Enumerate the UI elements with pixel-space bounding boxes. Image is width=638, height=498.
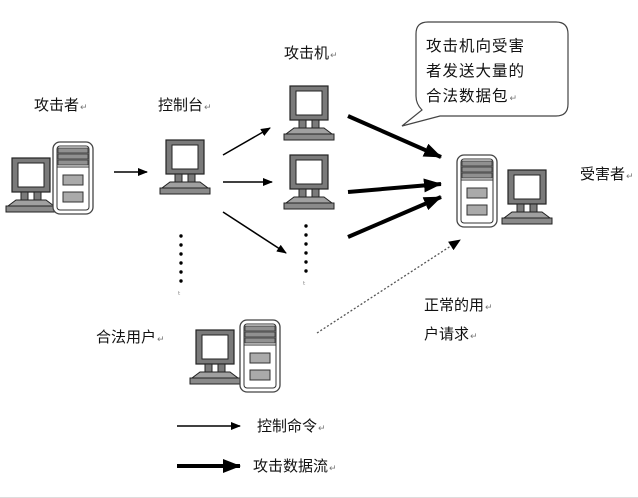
attacker-monitor-icon [5,157,57,213]
attack-arrow-zombie-1 [347,114,442,159]
console-monitor-icon [159,139,211,195]
attacker-label: 攻击者↵ [34,98,88,113]
line-break-mark: ᵗ [178,291,181,301]
legit-user-node [189,319,281,393]
victim-label-text: 受害者 [580,165,626,183]
normal-request-label: 正常的用↵ 户请求↵ [424,292,493,350]
command-arrow-console-to-zombie-n [222,211,287,254]
zombie-monitor-icon-2 [283,154,335,210]
command-arrow-console-to-zombie-1 [222,127,271,156]
line-break-mark: ᵗ [303,281,306,291]
victim-monitor-icon [501,169,553,225]
legit-user-monitor-icon [189,329,241,385]
victim-label: 受害者↵ [580,167,634,182]
victim-tower-icon [456,154,498,228]
legend-item-command: 控制命令↵ [257,419,326,434]
zombie-monitor-icon-1 [283,85,335,141]
return-mark: ↵ [626,172,634,182]
return-mark: ↵ [485,303,493,313]
legit-user-label-text: 合法用户 [96,328,157,346]
ellipsis-console-column [179,234,183,283]
return-mark: ↵ [157,335,165,345]
legit-user-label: 合法用户↵ [96,330,165,345]
return-mark: ↵ [80,103,88,113]
victim-node [456,154,553,228]
zombies-label: 攻击机↵ [284,46,338,61]
callout-line-2: 者发送大量的 [426,62,526,80]
attacker-label-text: 攻击者 [34,96,80,114]
console-label-text: 控制台 [158,96,204,114]
callout-line-3: 合法数据包 [426,87,509,105]
legit-user-tower-icon [239,319,281,393]
return-mark: ↵ [330,51,338,61]
normal-request-arrow [316,239,461,334]
console-label: 控制台↵ [158,98,212,113]
legend-attack-flow-label: 攻击数据流 [253,457,329,475]
legend-item-attack-flow: 攻击数据流↵ [253,459,337,474]
attack-arrow-zombie-n [347,195,442,239]
callout-bubble [401,21,569,127]
return-mark: ↵ [204,103,212,113]
attack-arrow-zombie-2 [347,178,442,194]
attacker-tower-icon [52,141,94,215]
legend-command-label: 控制命令 [257,417,318,435]
attacker-node [5,141,94,215]
normal-request-line-1: 正常的用 [424,296,485,314]
return-mark: ↵ [470,332,478,342]
zombies-label-text: 攻击机 [284,44,330,62]
normal-request-line-2: 户请求 [424,325,470,343]
callout-line-3-wrap: 合法数据包↵ [426,84,566,112]
callout-text: 攻击机向受害 者发送大量的 合法数据包↵ [426,34,566,112]
return-mark: ↵ [509,94,519,104]
callout-line-1: 攻击机向受害 [426,37,526,55]
return-mark: ↵ [318,424,326,434]
ellipsis-zombie-column [304,224,308,273]
return-mark: ↵ [329,464,337,474]
